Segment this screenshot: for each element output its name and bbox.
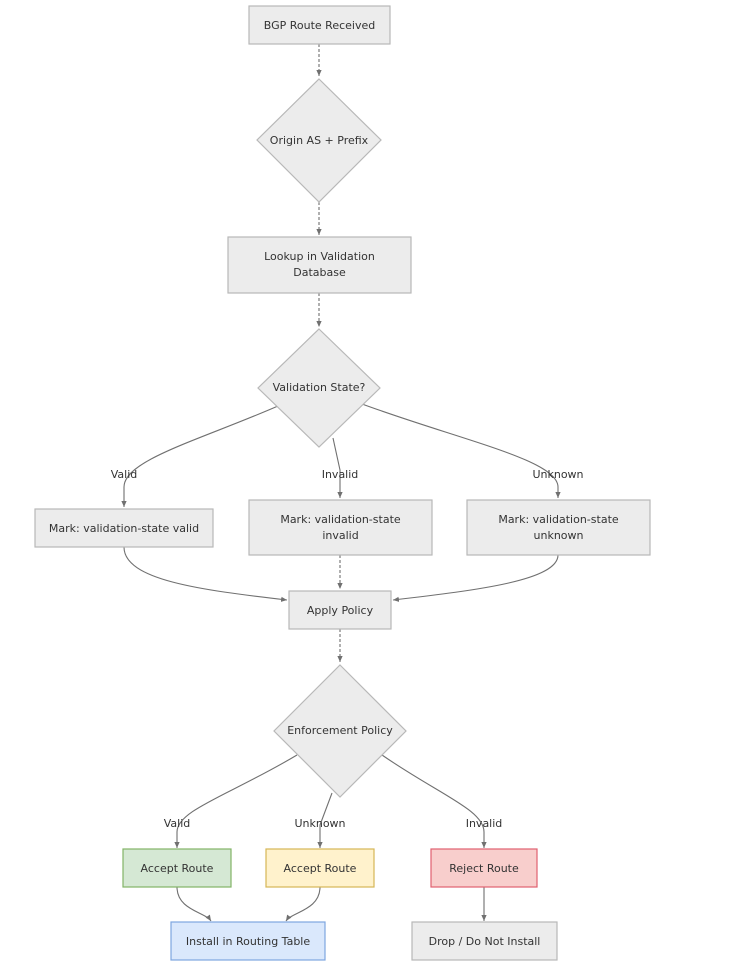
edge-enforcement-to-reject (381, 754, 487, 848)
node-accept-route-valid: Accept Route (122, 848, 232, 888)
edge-label-policy-unknown: Unknown (294, 817, 345, 830)
node-validation-state-text-line-1: Validation State? (273, 381, 366, 394)
edge-accept-valid-to-install (176, 886, 212, 922)
edge-state-to-mark-unknown (361, 403, 561, 498)
node-bgp-route-received-text: BGP Route Received (264, 19, 375, 32)
node-install-routing-table-text-line-1: Install in Routing Table (186, 935, 310, 948)
edge-enforcement-to-accept-unknown (317, 792, 333, 848)
node-accept-route-unknown-text-line-1: Accept Route (284, 862, 357, 875)
node-bgp-route-received: BGP Route Received (248, 5, 391, 45)
node-install-routing-table-text: Install in Routing Table (186, 935, 310, 948)
edge-state-to-mark-invalid (332, 437, 343, 498)
node-enforcement-policy-text: Enforcement Policy (287, 724, 393, 737)
node-validation-state: Validation State? (257, 328, 381, 448)
edge-label-policy-invalid: Invalid (466, 817, 503, 830)
node-origin-as-prefix: Origin AS + Prefix (256, 78, 382, 203)
node-reject-route-text-line-1: Reject Route (449, 862, 519, 875)
edge-label-state-valid: Valid (111, 468, 138, 481)
node-mark-unknown-text: Mark: validation-state unknown (498, 513, 619, 542)
edge-mark-unknown-to-policy (392, 554, 559, 602)
node-mark-invalid: Mark: validation-state invalid (248, 499, 433, 556)
node-drop-do-not-install-text: Drop / Do Not Install (429, 935, 541, 948)
edges (121, 44, 561, 922)
node-apply-policy: Apply Policy (288, 590, 392, 630)
node-validation-state-text: Validation State? (273, 381, 366, 394)
node-apply-policy-text-line-1: Apply Policy (307, 604, 374, 617)
edge-mark-valid-to-policy (123, 546, 288, 602)
node-origin-as-prefix-text-line-1: Origin AS + Prefix (270, 134, 369, 147)
node-drop-do-not-install: Drop / Do Not Install (411, 921, 558, 961)
node-origin-as-prefix-text: Origin AS + Prefix (270, 134, 369, 147)
node-mark-unknown-text-line-2: unknown (534, 529, 584, 542)
edge-label-state-unknown: Unknown (532, 468, 583, 481)
edge-label-state-invalid: Invalid (322, 468, 359, 481)
edge-state-to-mark-valid (121, 405, 279, 507)
node-lookup-validation-db-text-line-2: Database (293, 266, 346, 279)
node-accept-route-valid-text: Accept Route (141, 862, 214, 875)
node-mark-valid-text: Mark: validation-state valid (49, 522, 199, 535)
node-mark-unknown-text-line-1: Mark: validation-state (498, 513, 619, 526)
edge-enforcement-to-accept-valid (174, 754, 298, 848)
node-mark-invalid-text-line-1: Mark: validation-state (280, 513, 401, 526)
node-mark-valid-text-line-1: Mark: validation-state valid (49, 522, 199, 535)
node-reject-route-text: Reject Route (449, 862, 519, 875)
node-lookup-validation-db-text-line-1: Lookup in Validation (264, 250, 375, 263)
node-mark-unknown: Mark: validation-state unknown (466, 499, 651, 556)
edge-label-policy-valid: Valid (164, 817, 191, 830)
node-accept-route-valid-text-line-1: Accept Route (141, 862, 214, 875)
node-reject-route: Reject Route (430, 848, 538, 888)
node-mark-invalid-text-line-2: invalid (322, 529, 358, 542)
node-accept-route-unknown-text: Accept Route (284, 862, 357, 875)
node-mark-invalid-text: Mark: validation-state invalid (280, 513, 401, 542)
edge-labels: Valid Invalid Unknown Valid Unknown Inva… (111, 468, 584, 830)
node-install-routing-table: Install in Routing Table (170, 921, 326, 961)
node-drop-do-not-install-text-line-1: Drop / Do Not Install (429, 935, 541, 948)
edge-accept-unknown-to-install (285, 886, 321, 922)
nodes: BGP Route Received Origin AS + Prefix Lo… (34, 5, 651, 961)
node-mark-valid: Mark: validation-state valid (34, 508, 214, 548)
node-enforcement-policy: Enforcement Policy (273, 664, 407, 798)
node-enforcement-policy-text-line-1: Enforcement Policy (287, 724, 393, 737)
node-accept-route-unknown: Accept Route (265, 848, 375, 888)
node-bgp-route-received-text-line-1: BGP Route Received (264, 19, 375, 32)
node-apply-policy-text: Apply Policy (307, 604, 374, 617)
